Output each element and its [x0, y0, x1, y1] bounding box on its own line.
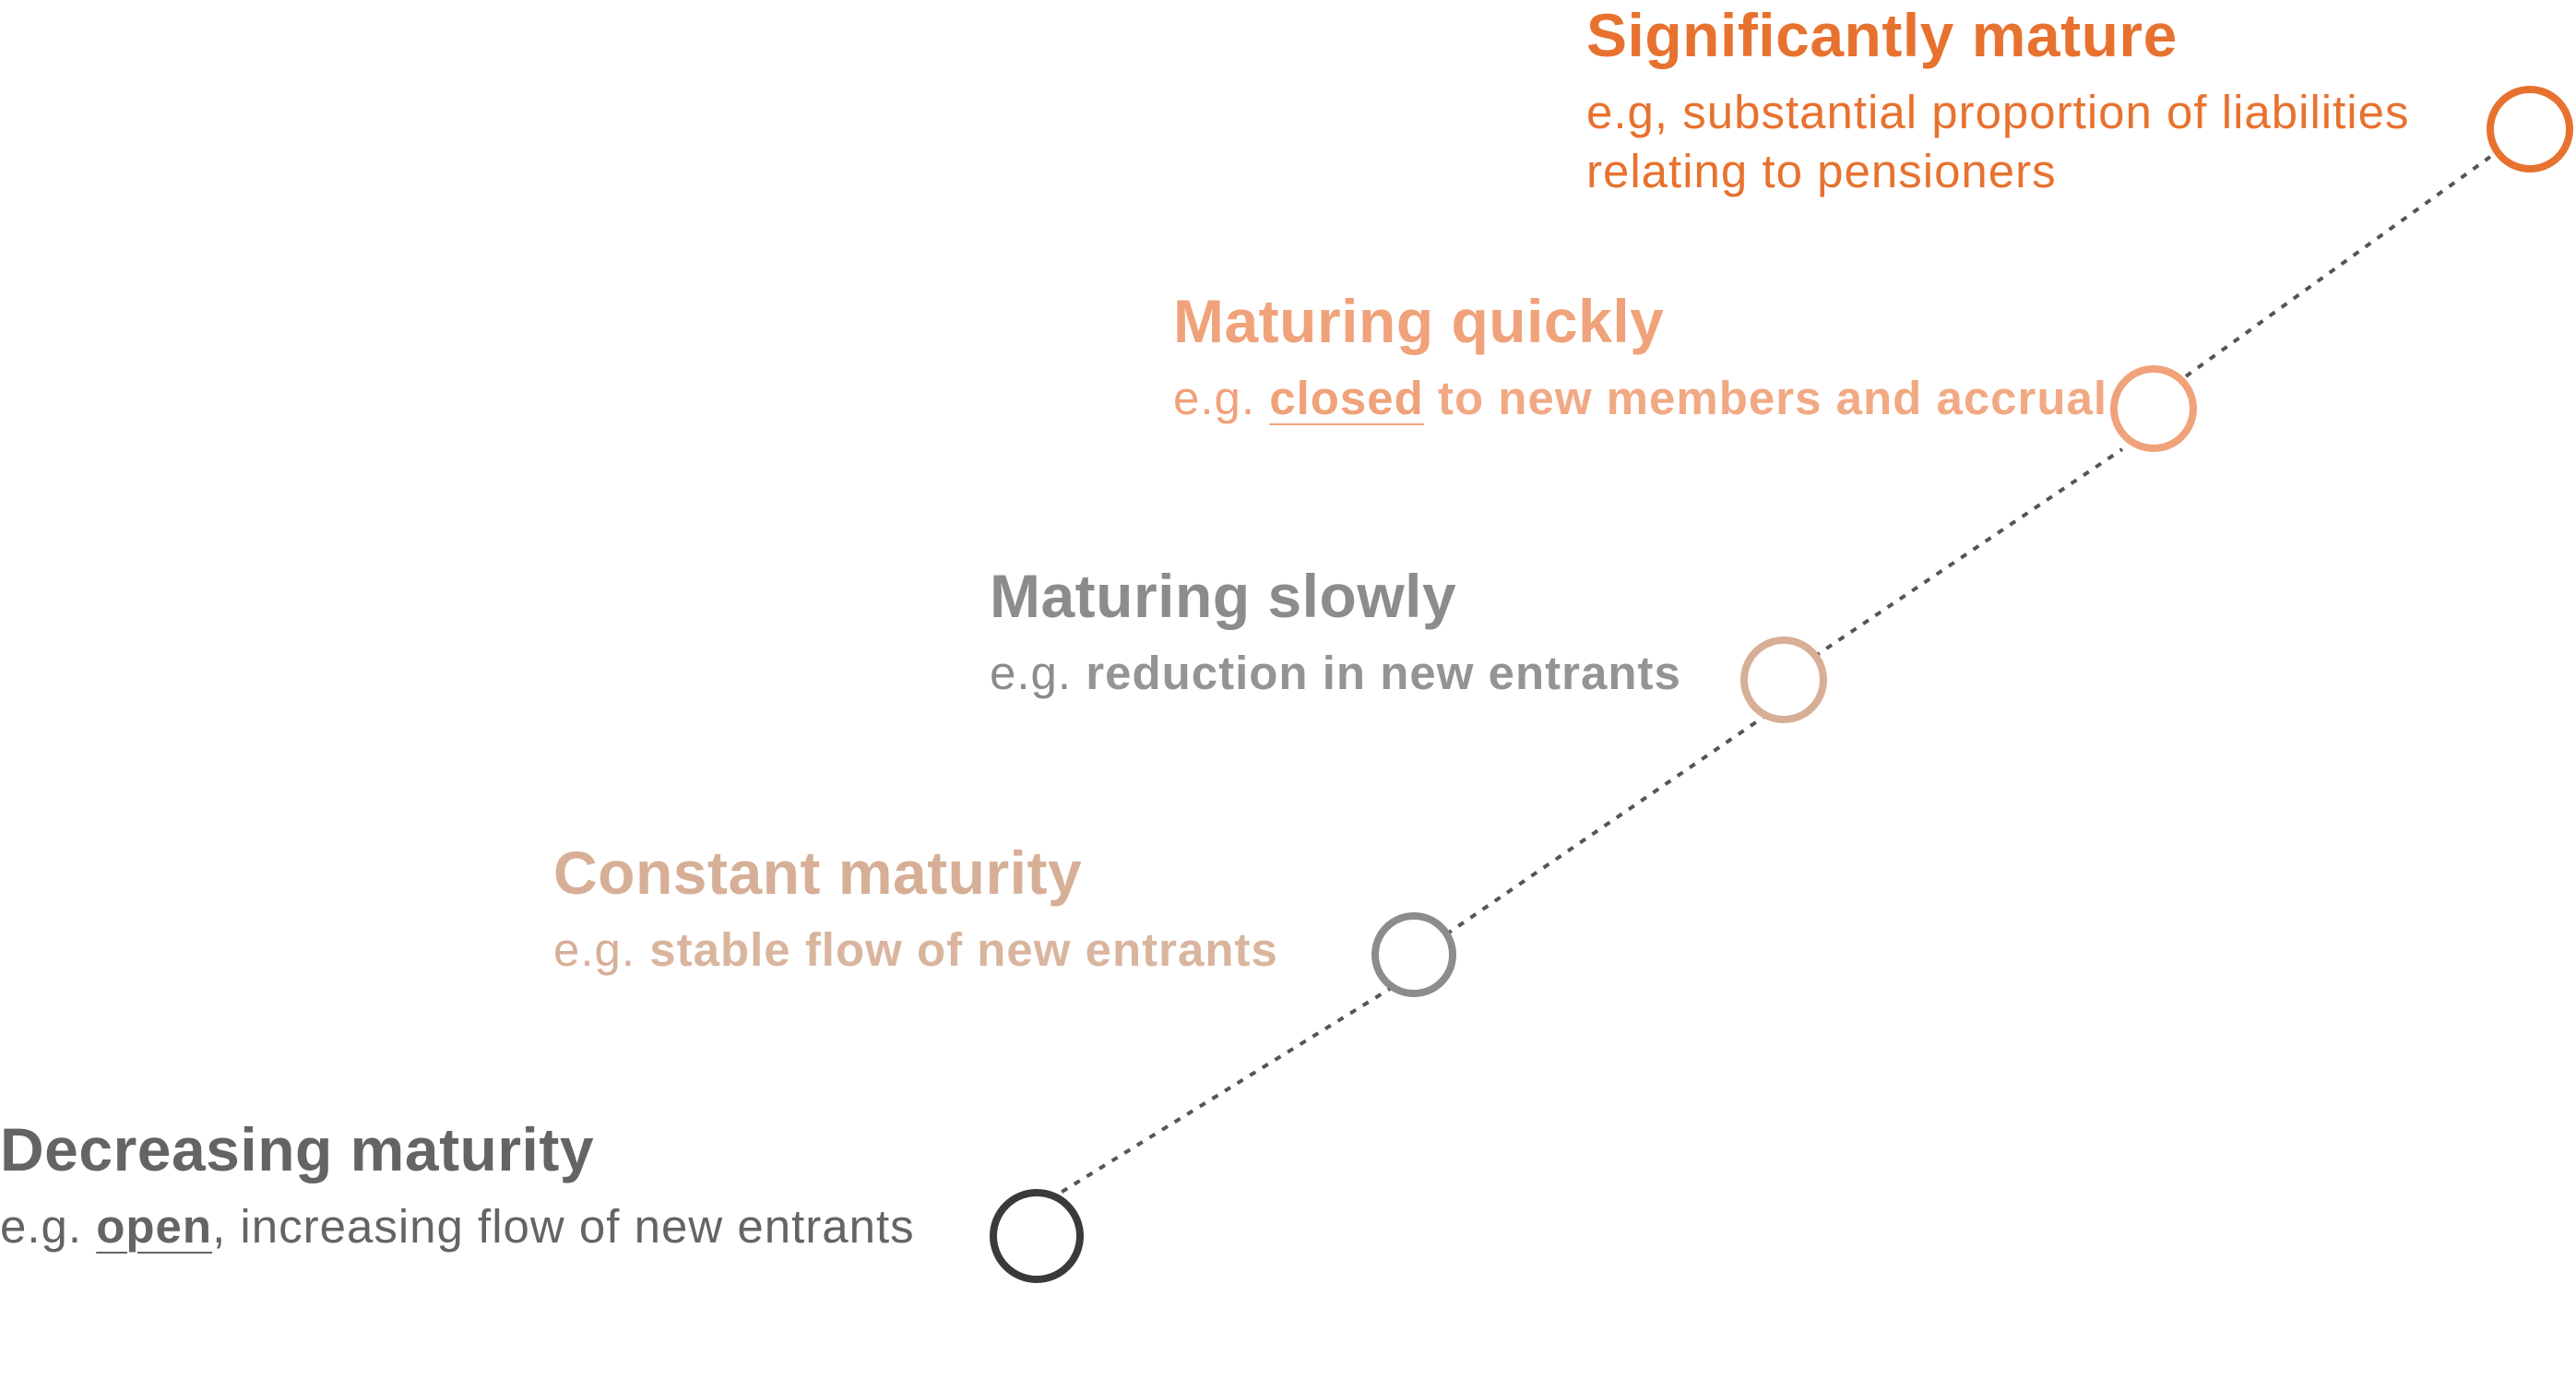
- desc-line-1: e.g, substantial proportion of liabiliti…: [1586, 86, 2410, 138]
- stage-node-0: [990, 1189, 1084, 1283]
- desc-rest: to new members and accrual: [1423, 372, 2108, 424]
- stage-description: e.g. closed to new members and accrual: [1173, 369, 2107, 428]
- desc-rest: reduction in new entrants: [1086, 647, 1681, 699]
- stage-title: Significantly mature: [1586, 1, 2178, 69]
- desc-keyword: open: [96, 1200, 213, 1253]
- stage-node-1: [1371, 912, 1456, 997]
- desc-rest: stable flow of new entrants: [649, 923, 1278, 976]
- desc-rest: , increasing flow of new entrants: [212, 1200, 915, 1253]
- connector-segment-0: [1035, 982, 1399, 1209]
- connector-segment-2: [1812, 447, 2124, 659]
- stage-title: Maturing slowly: [990, 562, 1457, 630]
- stage-maturing-slowly: Maturing slowly e.g. reduction in new en…: [990, 561, 1681, 703]
- stage-node-2: [1740, 636, 1827, 723]
- stage-node-4: [2487, 86, 2573, 172]
- desc-lead: e.g.: [990, 647, 1086, 699]
- connector-segment-1: [1444, 714, 1767, 936]
- desc-line-2: relating to pensioners: [1586, 145, 2057, 197]
- desc-lead: e.g.: [553, 923, 650, 976]
- stage-constant-maturity: Constant maturity e.g. stable flow of ne…: [553, 838, 1278, 980]
- stage-title: Decreasing maturity: [0, 1115, 595, 1183]
- stage-description: e.g. reduction in new entrants: [990, 644, 1681, 703]
- stage-decreasing-maturity: Decreasing maturity e.g. open, increasin…: [0, 1114, 915, 1256]
- stage-maturing-quickly: Maturing quickly e.g. closed to new memb…: [1173, 286, 2107, 428]
- connector-segment-3: [2184, 155, 2492, 378]
- stage-description: e.g. stable flow of new entrants: [553, 921, 1278, 980]
- stage-description: e.g. open, increasing flow of new entran…: [0, 1197, 915, 1256]
- stage-node-3: [2110, 365, 2197, 452]
- desc-lead: e.g.: [0, 1200, 97, 1253]
- desc-lead: e.g.: [1173, 372, 1270, 424]
- stage-title: Constant maturity: [553, 838, 1083, 907]
- stage-description: e.g, substantial proportion of liabiliti…: [1586, 83, 2410, 201]
- stage-significantly-mature: Significantly mature e.g, substantial pr…: [1586, 0, 2410, 201]
- desc-keyword: closed: [1269, 372, 1424, 424]
- stage-title: Maturing quickly: [1173, 287, 1665, 355]
